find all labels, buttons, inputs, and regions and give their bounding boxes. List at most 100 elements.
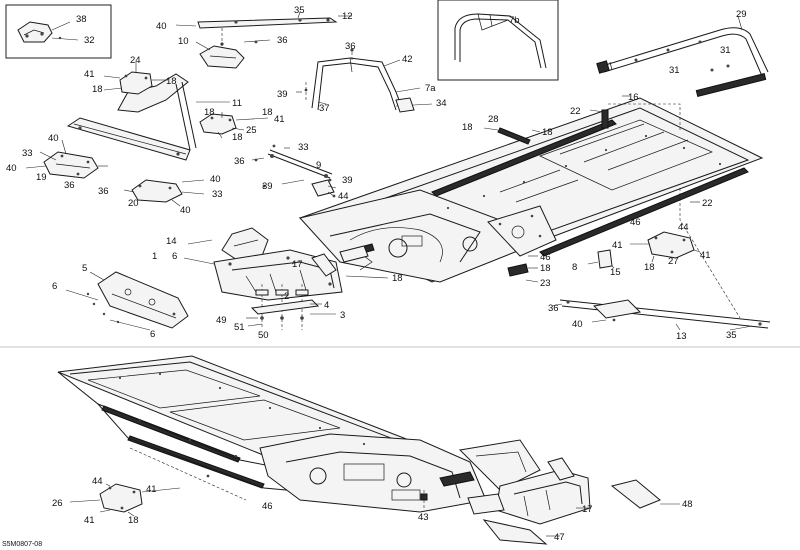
chassis-tunnel-upper bbox=[298, 97, 764, 283]
callout-36: 36 bbox=[277, 35, 288, 46]
callout-37: 37 bbox=[319, 103, 330, 114]
part-25-bracket bbox=[199, 112, 269, 139]
part-12-bracket-bar bbox=[175, 11, 352, 29]
callout-41: 41 bbox=[274, 114, 285, 125]
callout-44: 44 bbox=[678, 222, 689, 233]
callout-47: 47 bbox=[554, 532, 565, 543]
part-11-cross-brace bbox=[66, 73, 230, 161]
callout-18: 18 bbox=[262, 107, 273, 118]
callout-18: 18 bbox=[204, 107, 215, 118]
part-43-bolt bbox=[420, 490, 428, 508]
callout-46: 46 bbox=[262, 501, 273, 512]
callout-40: 40 bbox=[156, 21, 167, 32]
callout-15: 15 bbox=[610, 267, 621, 278]
drawing-code: S5M0807-08 bbox=[2, 541, 42, 548]
callout-39: 39 bbox=[262, 181, 273, 192]
callout-48: 48 bbox=[682, 499, 693, 510]
callout-28: 28 bbox=[488, 114, 499, 125]
part-20-bracket bbox=[123, 179, 205, 207]
inset-box-7b bbox=[437, 0, 559, 81]
callout-38: 38 bbox=[76, 14, 87, 25]
callout-10: 10 bbox=[178, 36, 189, 47]
callout-14: 14 bbox=[166, 236, 177, 247]
callout-46: 46 bbox=[540, 252, 551, 263]
callout-6: 6 bbox=[172, 251, 177, 262]
callout-41: 41 bbox=[146, 484, 157, 495]
callout-26: 26 bbox=[52, 498, 63, 509]
callout-23: 23 bbox=[540, 278, 551, 289]
callout-31: 31 bbox=[720, 45, 731, 56]
part-13-rod bbox=[551, 299, 771, 331]
callout-18: 18 bbox=[540, 263, 551, 274]
chassis-tunnel-lower bbox=[57, 355, 541, 513]
part-26-bracket bbox=[69, 483, 181, 517]
part-10-bracket bbox=[195, 28, 271, 69]
callout-33: 33 bbox=[212, 189, 223, 200]
callout-49: 49 bbox=[216, 315, 227, 326]
callout-50: 50 bbox=[258, 330, 269, 341]
part-28-strip bbox=[483, 127, 541, 145]
part-9-rod bbox=[251, 147, 337, 197]
callout-3: 3 bbox=[340, 310, 345, 321]
callout-17: 17 bbox=[582, 504, 593, 515]
callout-40: 40 bbox=[572, 319, 583, 330]
callout-20: 20 bbox=[128, 198, 139, 209]
callout-41: 41 bbox=[84, 515, 95, 526]
callout-18: 18 bbox=[392, 273, 403, 284]
callout-18: 18 bbox=[232, 132, 243, 143]
part-7a-loop-bracket bbox=[296, 48, 433, 113]
part-29-bumper-rail bbox=[596, 15, 769, 97]
callout-32: 32 bbox=[84, 35, 95, 46]
callout-43: 43 bbox=[418, 512, 429, 523]
callout-40: 40 bbox=[6, 163, 17, 174]
callout-18: 18 bbox=[462, 122, 473, 133]
callout-29: 29 bbox=[736, 9, 747, 20]
callout-17: 17 bbox=[292, 259, 303, 270]
callout-35: 35 bbox=[294, 5, 305, 16]
part-5-bracket bbox=[65, 271, 189, 331]
callout-41: 41 bbox=[700, 250, 711, 261]
callout-13: 13 bbox=[676, 331, 687, 342]
callout-6: 6 bbox=[150, 329, 155, 340]
part-8-15 bbox=[587, 249, 615, 269]
callout-6: 6 bbox=[52, 281, 57, 292]
callout-40: 40 bbox=[180, 205, 191, 216]
callout-labels-bottom: 44 41 26 41 18 46 43 17 48 47 bbox=[52, 476, 693, 543]
callout-42: 42 bbox=[402, 54, 413, 65]
part-23-46 bbox=[507, 255, 539, 283]
callout-18: 18 bbox=[128, 515, 139, 526]
callout-35: 35 bbox=[726, 330, 737, 341]
callout-7a: 7a bbox=[425, 83, 436, 94]
callout-33: 33 bbox=[298, 142, 309, 153]
callout-31: 31 bbox=[669, 65, 680, 76]
callout-41: 41 bbox=[612, 240, 623, 251]
callout-8: 8 bbox=[572, 262, 577, 273]
callout-36: 36 bbox=[345, 41, 356, 52]
callout-24: 24 bbox=[130, 55, 141, 66]
callout-7b: 7b bbox=[509, 15, 520, 26]
callout-40: 40 bbox=[210, 174, 221, 185]
callout-22: 22 bbox=[570, 106, 581, 117]
callout-18: 18 bbox=[542, 127, 553, 138]
callout-4: 4 bbox=[324, 300, 329, 311]
callout-12: 12 bbox=[342, 11, 353, 22]
part-17-lower-assembly bbox=[467, 457, 680, 545]
inset-box-38-32 bbox=[5, 4, 112, 59]
callout-9: 9 bbox=[316, 160, 321, 171]
callout-25: 25 bbox=[246, 125, 257, 136]
part-22-screw bbox=[589, 109, 609, 129]
callout-2: 2 bbox=[284, 291, 289, 302]
callout-36: 36 bbox=[98, 186, 109, 197]
callout-44: 44 bbox=[92, 476, 103, 487]
callout-40: 40 bbox=[48, 133, 59, 144]
callout-36: 36 bbox=[64, 180, 75, 191]
part-14-17-assembly bbox=[183, 227, 389, 301]
callout-27: 27 bbox=[668, 256, 679, 267]
callout-18: 18 bbox=[644, 262, 655, 273]
leader-46-lower bbox=[129, 447, 247, 501]
callout-18: 18 bbox=[92, 84, 103, 95]
small-hardware-top bbox=[254, 144, 336, 198]
callout-33: 33 bbox=[22, 148, 33, 159]
callout-39: 39 bbox=[277, 89, 288, 100]
